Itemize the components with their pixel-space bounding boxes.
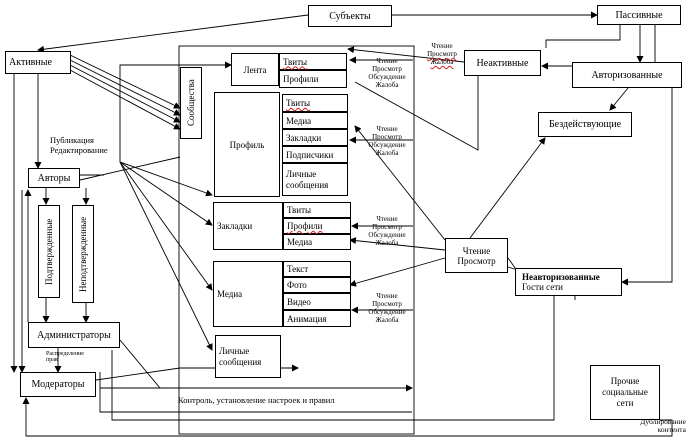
node-idle: Бездействующие [538,112,632,137]
node-subjects: Субъекты [308,5,392,27]
node-authors: Авторы [28,168,80,188]
node-authorized: Авторизованные [572,62,682,88]
label-rvdc-2: Чтение Просмотр Обсуждение Жалоба [368,125,406,157]
profile-item-5: Личные сообщения [282,163,348,196]
node-unauthorized: Неавторизованные Гости сети [515,268,622,296]
node-media: Медиа [213,261,283,327]
profile-item-4: Подписчики [282,146,348,163]
node-active: Активные [5,51,71,74]
node-feed: Лента [231,53,279,86]
feed-item-tweets: Твиты [279,53,347,70]
label-rvdc-1: Чтение Просмотр Обсуждение Жалоба [368,57,406,89]
node-administrators: Администраторы [28,322,120,348]
label-rvj-top: Чтение Просмотр Жалоба [427,42,457,66]
node-other-networks: Прочие социальные сети [590,365,660,420]
profile-item-2: Медиа [282,112,348,129]
label-rights: Распределение прав [46,351,84,363]
media-item-2: Фото [283,277,351,293]
media-item-1: Текст [283,261,351,277]
node-passive: Пассивные [597,5,681,25]
bookmarks-item-3: Медиа [283,234,351,250]
profile-item-1: Твиты [282,94,348,112]
bookmarks-item-2: Профили [283,218,351,234]
node-bookmarks: Закладки [213,202,283,250]
feed-item-profiles: Профили [279,70,347,88]
bookmarks-item-1: Твиты [283,202,351,218]
unauthorized-sub: Гости сети [522,282,563,292]
label-rvdc-3: Чтение Просмотр Обсуждение Жалоба [368,215,406,247]
node-profile: Профиль [214,92,280,197]
label-duplicate: Дублирование контента [640,417,686,434]
label-control: Контроль, установление настроек и правил [178,395,335,405]
profile-item-3: Закладки [282,129,348,146]
node-read-view: Чтение Просмотр [445,238,508,273]
unauthorized-title: Неавторизованные [522,272,600,282]
node-inactive: Неактивные [464,50,541,76]
node-private-messages: Личные сообщения [215,335,281,378]
node-communities: Сообщества [180,67,202,139]
node-confirmed: Подтвержденные [38,205,60,298]
scope-frame [178,45,415,435]
media-item-4: Анимация [283,310,351,327]
node-unconfirmed: Неподтвержденные [72,205,94,303]
label-edit: Редактирование [50,145,108,155]
node-moderators: Модераторы [20,372,96,397]
label-publish: Публикация [50,135,94,145]
label-rvdc-4: Чтение Просмотр Обсуждение Жалоба [368,292,406,324]
media-item-3: Видео [283,293,351,310]
